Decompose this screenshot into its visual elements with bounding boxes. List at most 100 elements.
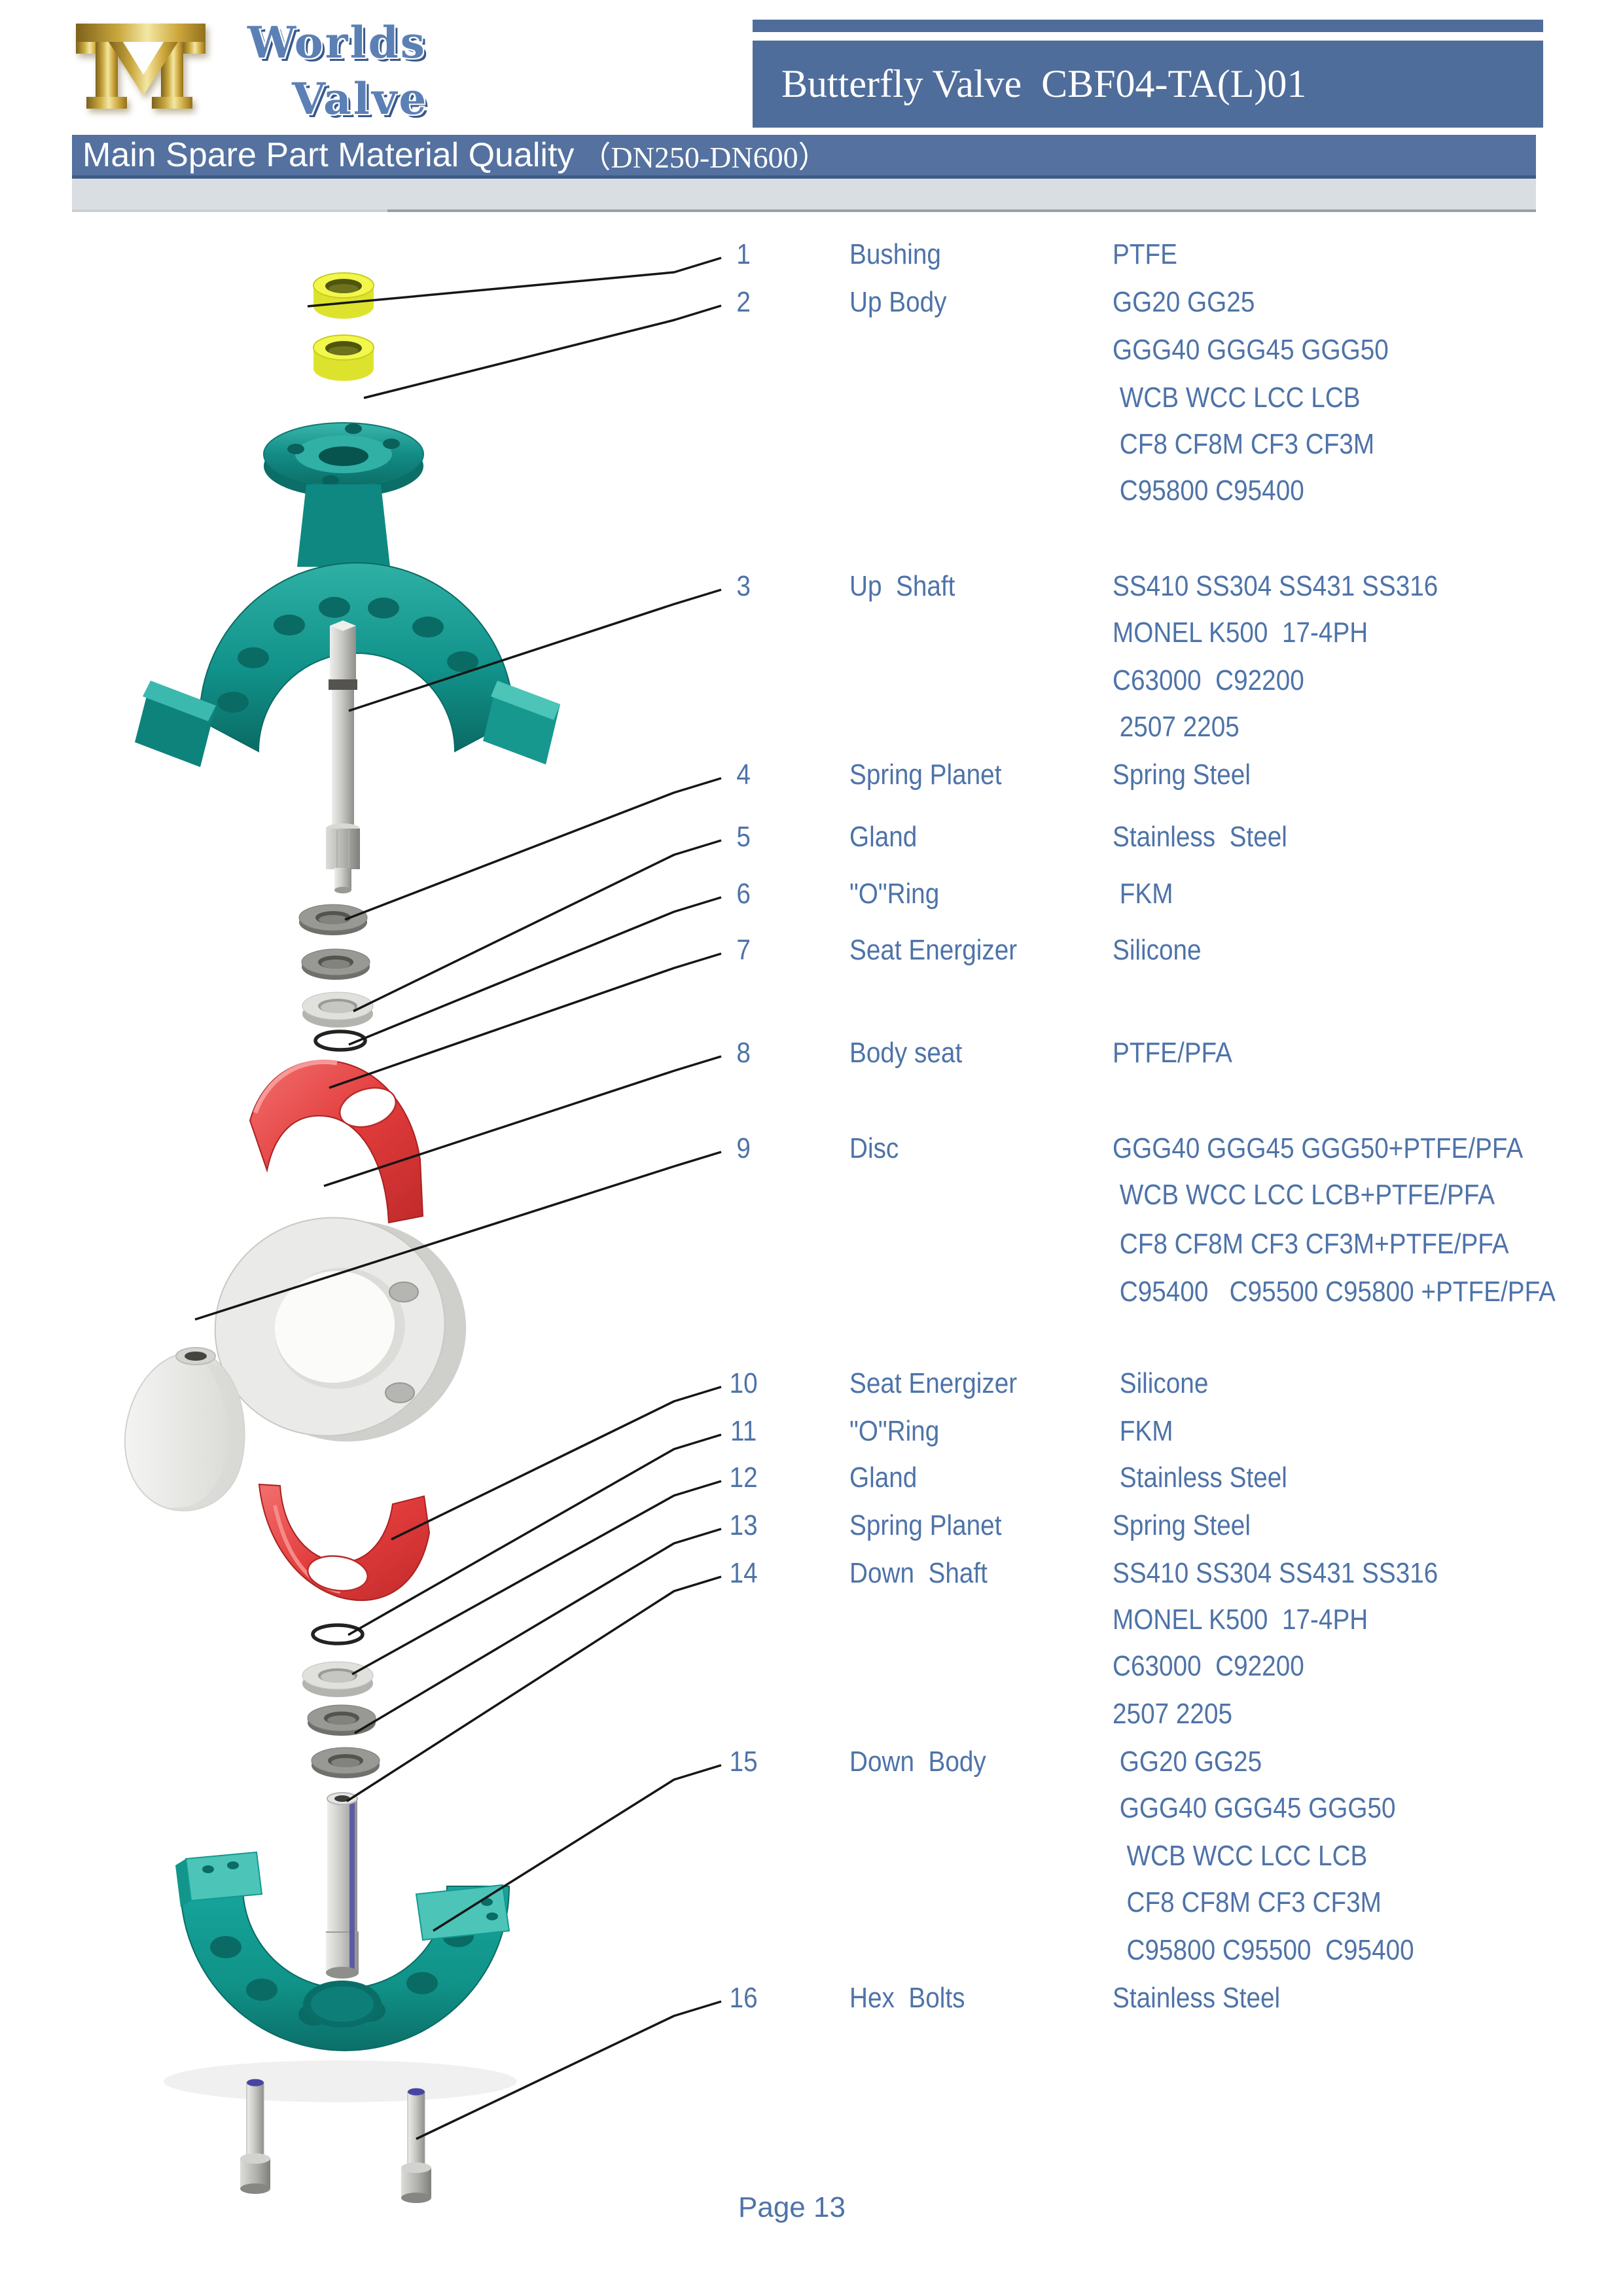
section-banner: Main Spare Part Material Quality （DN250-… [72,135,1536,179]
part-number: 7 [736,934,751,966]
spring-planet-washer-3-icon [307,1704,376,1736]
part-material: FKM [1113,1415,1173,1447]
part-material: 2507 2205 [1113,711,1240,743]
disc-ring-icon [214,1217,467,1442]
part-name: Up Body [849,286,947,318]
part-material: Spring Steel [1113,1509,1251,1541]
part-material: PTFE [1113,238,1177,270]
part-material: GG20 GG25 [1113,286,1255,318]
divider-line-right [387,209,1536,212]
part-number: 6 [736,878,751,910]
part-name: Gland [849,1462,918,1494]
leader-line-13 [354,1528,722,1734]
part-material: Stainless Steel [1113,1462,1287,1494]
part-material: WCB WCC LCC LCB+PTFE/PFA [1113,1179,1495,1211]
part-material: C63000 C92200 [1113,1650,1304,1682]
part-material: MONEL K500 17-4PH [1113,1604,1368,1636]
part-material: GGG40 GGG45 GGG50+PTFE/PFA [1113,1132,1524,1164]
part-material: Stainless Steel [1113,821,1287,853]
spring-planet-washer-1-icon [298,904,368,935]
leader-line-3 [348,588,722,712]
part-name: Body seat [849,1037,963,1069]
part-name: Bushing [849,238,941,270]
company-monogram-icon [76,24,205,109]
part-number: 12 [729,1462,758,1494]
part-material: FKM [1113,878,1173,910]
divider-line-left [72,209,387,212]
leader-line-16 [416,2000,722,2140]
part-material: CF8 CF8M CF3 CF3M [1113,428,1375,460]
part-number: 9 [736,1132,751,1164]
part-material: SS410 SS304 SS431 SS316 [1113,570,1438,602]
part-number: 1 [736,238,751,270]
leader-line-8 [323,1055,722,1187]
part-name: Seat Energizer [849,1367,1018,1399]
section-size-range: （DN250-DN600） [580,141,829,174]
part-name: Down Body [849,1746,986,1778]
up-body-icon [135,422,560,767]
part-number: 16 [729,1982,758,2014]
o-ring-upper-icon [313,1030,367,1052]
part-material: WCB WCC LCC LCB [1113,382,1361,414]
part-material: Silicone [1113,934,1202,966]
part-material: Stainless Steel [1113,1982,1281,2014]
spring-planet-washer-2-icon [301,948,370,980]
leader-line-9 [194,1151,722,1321]
part-name: Disc [849,1132,899,1164]
up-shaft-icon [326,620,360,893]
part-name: Spring Planet [849,759,1002,791]
leader-line-7 [329,952,722,1089]
part-number: 8 [736,1037,751,1069]
body-seat-lower-icon [258,1483,431,1601]
part-name: Seat Energizer [849,934,1018,966]
logo-wordmark-line2: Valve [292,73,429,124]
part-name: "O"Ring [849,1415,940,1447]
part-material: MONEL K500 17-4PH [1113,617,1368,649]
header-title-box: Butterfly Valve CBF04-TA(L)01 [753,41,1543,128]
part-number: 13 [729,1509,758,1541]
part-number: 5 [736,821,751,853]
gland-washer-lower-icon [302,1661,374,1697]
part-material: CF8 CF8M CF3 CF3M [1113,1886,1382,1918]
disc-hub-icon [124,1347,245,1512]
leader-line-1 [307,257,722,308]
part-material: SS410 SS304 SS431 SS316 [1113,1557,1438,1589]
part-number: 3 [736,570,751,602]
section-title: Main Spare Part Material Quality [82,136,575,174]
page-number: Page 13 [738,2191,846,2223]
logo-wordmark-line1: Worlds [247,17,427,68]
part-number: 10 [729,1367,758,1399]
page-title: Butterfly Valve CBF04-TA(L)01 [781,62,1307,105]
bushing-upper-icon [313,272,374,319]
part-name: Down Shaft [849,1557,988,1589]
body-seat-upper-icon [249,1059,424,1224]
spring-planet-washer-4-icon [311,1747,380,1778]
leader-line-12 [351,1480,722,1676]
banner-underbar [72,179,1536,209]
leader-line-4 [344,777,722,921]
part-name: Spring Planet [849,1509,1002,1541]
part-name: "O"Ring [849,878,940,910]
leader-line-14 [346,1575,722,1803]
bushing-lower-icon [313,334,374,381]
part-number: 14 [729,1557,758,1589]
part-number: 2 [736,286,751,318]
part-number: 11 [730,1415,757,1447]
part-material: WCB WCC LCC LCB [1113,1840,1368,1872]
gland-washer-upper-icon [302,992,374,1028]
part-material: GG20 GG25 [1113,1746,1262,1778]
o-ring-lower-icon [311,1623,365,1645]
part-name: Up Shaft [849,570,955,602]
part-material: 2507 2205 [1113,1698,1233,1730]
part-number: 4 [736,759,751,791]
leader-line-6 [348,896,722,1046]
part-material: C63000 C92200 [1113,664,1304,696]
part-material: C95800 C95400 [1113,475,1304,507]
part-material: GGG40 GGG45 GGG50 [1113,1792,1396,1824]
part-material: GGG40 GGG45 GGG50 [1113,334,1389,366]
part-material: Spring Steel [1113,759,1251,791]
leader-line-15 [433,1764,722,1932]
